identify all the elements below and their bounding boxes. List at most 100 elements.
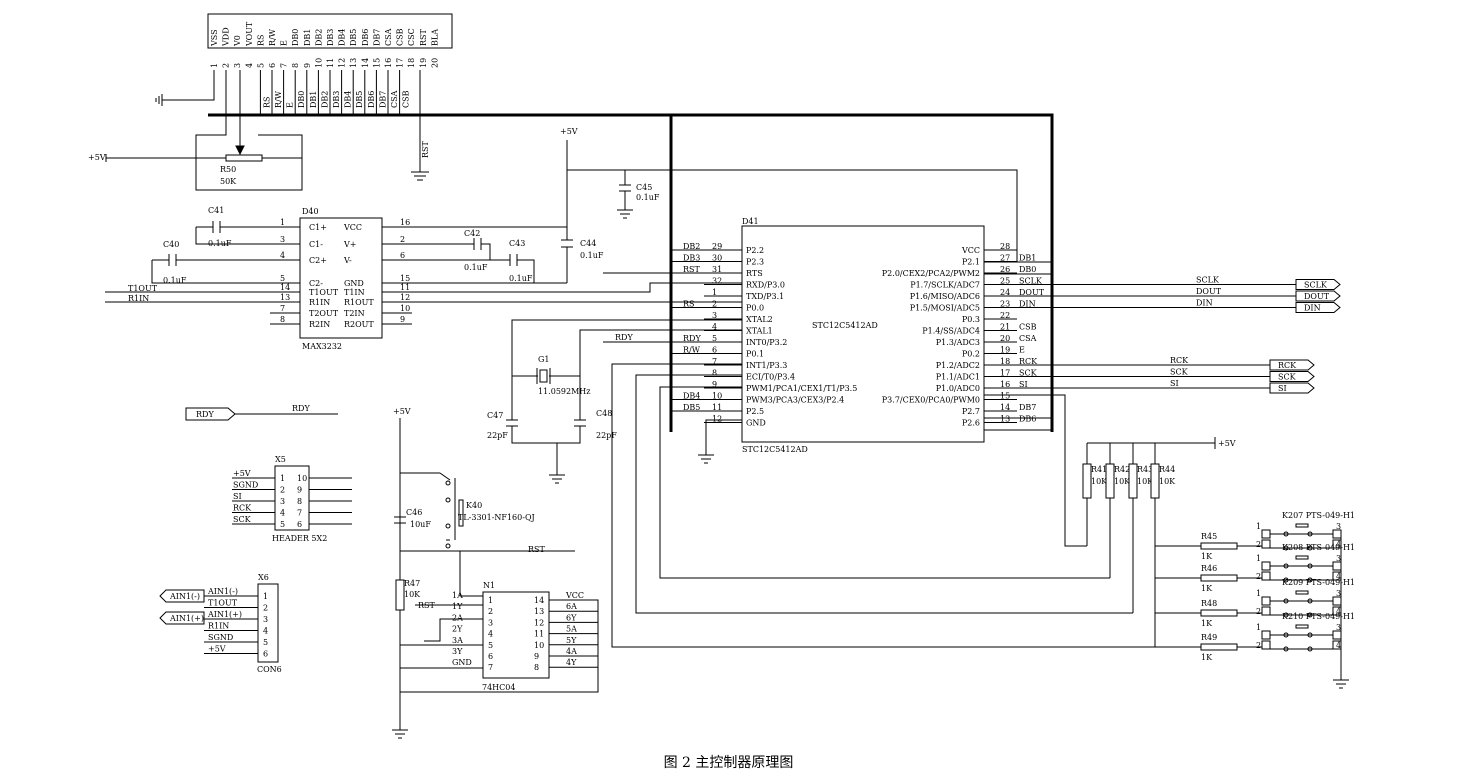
max232-left-pin-number: 3 [280, 235, 285, 244]
max232-left-pin-number: 7 [280, 304, 285, 313]
mcu-left-pin-name: P0.1 [746, 350, 764, 359]
inverter-right-pin-name: VCC [565, 591, 584, 600]
mcu-right-net: SCLK [1019, 277, 1043, 286]
con-label: T1OUT [208, 599, 238, 608]
mcu-left-pin-name: P2.2 [746, 246, 764, 255]
key-pad [1261, 596, 1271, 606]
output-port-label: SI [1278, 384, 1287, 393]
mcu-left-pin-name: TXD/P3.1 [746, 292, 784, 301]
series-res-value: 1K [1201, 552, 1213, 561]
key-actuator [1295, 523, 1309, 528]
con-num: 3 [263, 615, 268, 624]
mcu-left-pin-name: RXD/P3.0 [746, 281, 785, 290]
key-label: K209 PTS-049-H1 [1282, 578, 1355, 587]
lcd-pin-name: DB1 [303, 29, 312, 46]
key-pin-4: 4 [1336, 607, 1341, 616]
pot-ref: R50 [220, 165, 236, 174]
inverter-right-pin-name: 5A [566, 625, 577, 634]
c48-value: 22pF [596, 431, 617, 440]
header-label: SGND [233, 481, 258, 490]
mcu-right-pin-number: 20 [1000, 334, 1010, 343]
mcu-right-pin-name: P1.4/SS/ADC4 [922, 327, 980, 336]
rdy-port: RDY RDY [185, 404, 338, 421]
key-pin-1: 1 [1256, 554, 1261, 563]
mcu-left-net: RDY [683, 334, 701, 343]
lcd-pin-number: 10 [314, 58, 323, 68]
mcu-left-pin-number: 31 [712, 265, 722, 274]
header-right-num: 7 [297, 509, 302, 518]
header-right-num: 10 [297, 474, 307, 483]
max232-right-pin-name: R2OUT [344, 320, 374, 329]
inverter-left-pin-number: 5 [488, 641, 493, 650]
r47-ref: R47 [404, 579, 420, 588]
key-pin-1: 1 [1256, 522, 1261, 531]
c47-value: 22pF [487, 431, 508, 440]
mcu-left-pin-name: PWM3/PCA3/CEX3/P2.4 [746, 396, 844, 405]
max232-right-pin-number: 12 [400, 293, 410, 302]
mcu-left-pin-number: 32 [712, 277, 722, 286]
inverter-left-pin-number: 2 [488, 607, 493, 616]
mcu-left-pin-number: 4 [712, 323, 717, 332]
con-label: SGND [208, 633, 233, 642]
series-resistor [1200, 574, 1238, 582]
mcu-left-pin-name: INT1/P3.3 [746, 361, 787, 370]
output-port-label: SCLK [1304, 281, 1328, 290]
max232-right-pin-name: GND [344, 279, 364, 288]
lcd-pin-name: VSS [210, 29, 219, 47]
mcu-left-net: DB2 [683, 242, 700, 251]
c48-ref: C48 [596, 409, 612, 418]
mcu-left-pin-name: GND [746, 419, 766, 428]
output-port-label: RCK [1278, 361, 1297, 370]
key-pad [1261, 539, 1271, 549]
key-pad [1332, 596, 1342, 606]
max232-right-pin-name: V+ [343, 240, 356, 249]
max232-left-pin-number: 8 [280, 315, 285, 324]
key-actuator [1295, 555, 1309, 560]
mcu-right-pin-number: 13 [1000, 415, 1010, 424]
header-left-num: 2 [280, 486, 285, 495]
mcu-left-pin-name: P0.0 [746, 304, 764, 313]
lcd-pin-number: 17 [396, 58, 405, 68]
mcu-left-net: RST [683, 265, 701, 274]
inverter-left-pin-number: 3 [488, 618, 493, 627]
mcu-right-pin-number: 19 [1000, 346, 1010, 355]
lcd-pin-number: 15 [372, 58, 381, 68]
con-port-ain-neg: AIN1(-) [169, 592, 200, 601]
lcd-pin-name: CSB [396, 28, 405, 46]
inverter-right-pin-name: 5Y [566, 636, 577, 645]
inverter-chip: N1 74HC04 11A21Y32A42Y53A63Y7GND14VCC136… [400, 551, 599, 693]
key-actuator [1295, 624, 1309, 629]
mcu-right-net: DOUT [1019, 288, 1045, 297]
header-right-num: 6 [297, 520, 302, 529]
key-pin-1: 1 [1256, 623, 1261, 632]
inverter-left-pin-name: 1Y [452, 602, 463, 611]
key-pin-2: 2 [1256, 641, 1261, 650]
mcu-left-pin-number: 6 [712, 346, 717, 355]
c43-value: 0.1uF [509, 274, 533, 283]
key-pin-2: 2 [1256, 572, 1261, 581]
mcu-right-pin-number: 18 [1000, 357, 1010, 366]
output-net-label: SI [1170, 379, 1179, 388]
k40-ref: K40 [466, 501, 482, 510]
mcu-right-pin-name: P1.7/SCLK/ADC7 [910, 281, 980, 290]
lcd-pin-name: DB3 [326, 29, 335, 46]
c45-ref: C45 [636, 183, 652, 192]
mcu-part-bottom: STC12C5412AD [742, 445, 808, 454]
mcu-left-pin-number: 7 [712, 357, 717, 366]
pullup-ref: R44 [1159, 465, 1175, 474]
inverter-left-pin-number: 7 [488, 663, 493, 672]
mcu-right-pin-name: P0.2 [962, 350, 980, 359]
con-num: 6 [263, 650, 268, 659]
figure-caption: 图 2 主控制器原理图 [663, 755, 794, 771]
lcd-pin-number: 5 [256, 63, 265, 68]
mcu-left-pin-name: PWM1/PCA1/CEX1/T1/P3.5 [746, 384, 857, 393]
lcd-pin-name: V0 [233, 35, 242, 47]
con-label: AIN1(-) [207, 587, 238, 596]
key-pin-3: 3 [1336, 623, 1341, 632]
lcd-pin-number: 11 [326, 58, 335, 68]
inverter-right-pin-name: 4A [566, 647, 577, 656]
mcu-left-net: RS [683, 300, 695, 309]
inverter-right-pin-number: 13 [534, 607, 544, 616]
